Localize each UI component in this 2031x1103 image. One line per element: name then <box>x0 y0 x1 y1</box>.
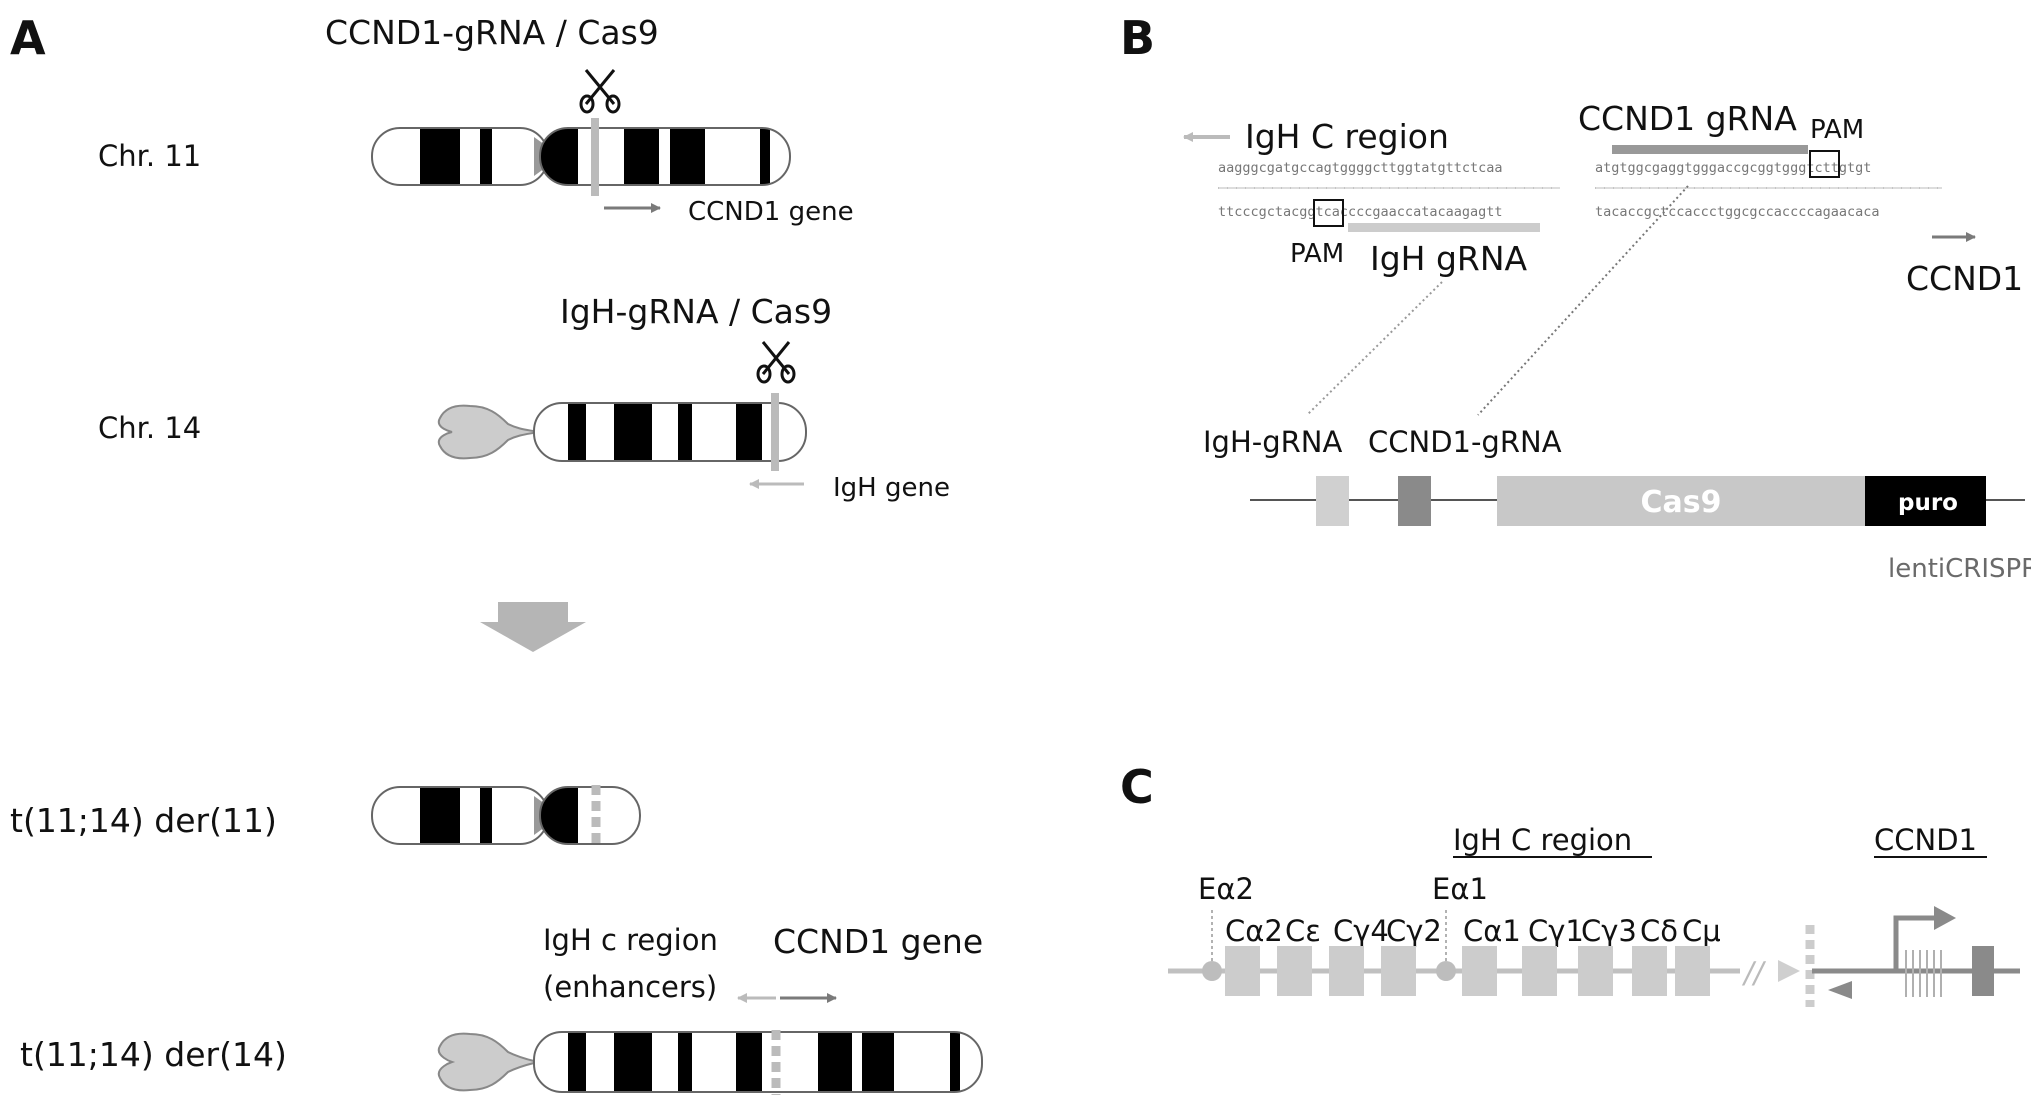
der11-label: t(11;14) der(11) <box>10 801 277 840</box>
gene-ce: Cε <box>1285 914 1321 948</box>
pam-box-left <box>1313 199 1344 227</box>
igh-grna-label: IgH gRNA <box>1370 239 1528 278</box>
gene-labels-left: Cα2 Cε Cγ4 Cγ2 <box>1225 914 1442 948</box>
igh-gene-label: IgH gene <box>833 473 950 503</box>
igh-c-region-line2: (enhancers) <box>543 970 717 1004</box>
puro-label: puro <box>1898 490 1958 516</box>
gene-labels-right: Cα1 Cγ1 Cγ3 Cδ Cμ <box>1463 914 1721 948</box>
ccnd1-gene-label: CCND1 gene <box>688 197 854 227</box>
b-ccnd1-label: CCND1 <box>1906 259 2023 298</box>
ea2-enhancer <box>1202 961 1222 981</box>
scissors-icon <box>579 69 621 114</box>
chr11-label: Chr. 11 <box>98 139 201 173</box>
break-mark: // <box>1741 956 1767 990</box>
ccnd1-gene-big-label: CCND1 gene <box>773 922 983 961</box>
gene-ca2: Cα2 <box>1225 914 1283 948</box>
gene-cg3: Cγ3 <box>1581 914 1637 948</box>
cas9-label: Cas9 <box>1641 485 1722 520</box>
seq-right-bottom: tacaccgctccaccctggcgccaccccagaacaca <box>1595 204 1879 220</box>
ccnd1-exon-block <box>1972 946 1994 996</box>
seq-left-bottom: ttcccgctacggtcaccccgaaccatacaagagtt <box>1218 204 1502 220</box>
igh-c-region-line1: IgH c region <box>543 923 718 957</box>
ea1-label: Eα1 <box>1432 872 1488 906</box>
der14-label: t(11;14) der(14) <box>20 1035 287 1074</box>
panel-c-label: C <box>1120 760 1154 814</box>
tss-arrowhead <box>1934 906 1956 930</box>
seq-right-top: atgtggcgaggtgggaccgcggtgggtcttgtgt <box>1595 160 1871 176</box>
igh-grna-cas9-title: IgH-gRNA / Cas9 <box>560 292 832 331</box>
igh-grna-cassette <box>1316 476 1349 526</box>
gene-cd: Cδ <box>1640 914 1678 948</box>
cas9-block <box>1497 476 1865 526</box>
igh-constant-blocks <box>1225 946 1710 996</box>
pam-right-label: PAM <box>1810 115 1864 145</box>
reverse-arrowhead <box>1828 981 1852 999</box>
chr14-label: Chr. 14 <box>98 411 201 445</box>
c-igh-c-region-label: IgH C region <box>1453 823 1632 857</box>
chromosome-11 <box>371 118 791 196</box>
gene-cm: Cμ <box>1682 914 1721 948</box>
c-ccnd1-label: CCND1 <box>1874 823 1977 857</box>
b-igh-c-region-label: IgH C region <box>1245 117 1449 156</box>
gene-cg4: Cγ4 <box>1333 914 1389 948</box>
down-arrow <box>480 602 586 652</box>
ea2-label: Eα2 <box>1198 872 1254 906</box>
igh-end-arrowhead <box>1778 960 1800 982</box>
seq-left-top: aagggcgatgccagtggggcttggtatgttctcaa <box>1218 160 1502 176</box>
ccnd1-exon-lines <box>1905 950 1942 997</box>
vector-igh-grna-label: IgH-gRNA <box>1203 425 1342 459</box>
ccnd1-grna-cassette <box>1398 476 1431 526</box>
p2a-link <box>1865 476 1873 526</box>
panel-b-label: B <box>1120 11 1155 65</box>
pam-box-right <box>1809 150 1840 178</box>
panel-a-label: A <box>10 11 46 65</box>
vector-ccnd1-grna-label: CCND1-gRNA <box>1368 425 1562 459</box>
scissors-icon <box>756 341 796 384</box>
igh-grna-bar <box>1348 223 1540 232</box>
connector-ccnd1 <box>1477 185 1689 416</box>
tss-arrow <box>1893 915 1938 971</box>
ccnd1-grna-bar <box>1612 145 1808 154</box>
pam-left-label: PAM <box>1290 239 1344 269</box>
ccnd1-grna-cas9-title: CCND1-gRNA / Cas9 <box>325 13 659 52</box>
chromosome-14 <box>437 393 807 471</box>
derivative-chromosome-11 <box>371 785 641 848</box>
ea1-enhancer <box>1436 961 1456 981</box>
connector-igh <box>1306 281 1443 416</box>
gene-ca1: Cα1 <box>1463 914 1521 948</box>
gene-cg1: Cγ1 <box>1528 914 1584 948</box>
gene-cg2: Cγ2 <box>1386 914 1442 948</box>
derivative-chromosome-14 <box>437 1030 983 1095</box>
ccnd1-grna-label: CCND1 gRNA <box>1578 99 1797 138</box>
vector-name-label: lentiCRISPRv2 <box>1888 554 2031 584</box>
puro-block <box>1873 476 1986 526</box>
